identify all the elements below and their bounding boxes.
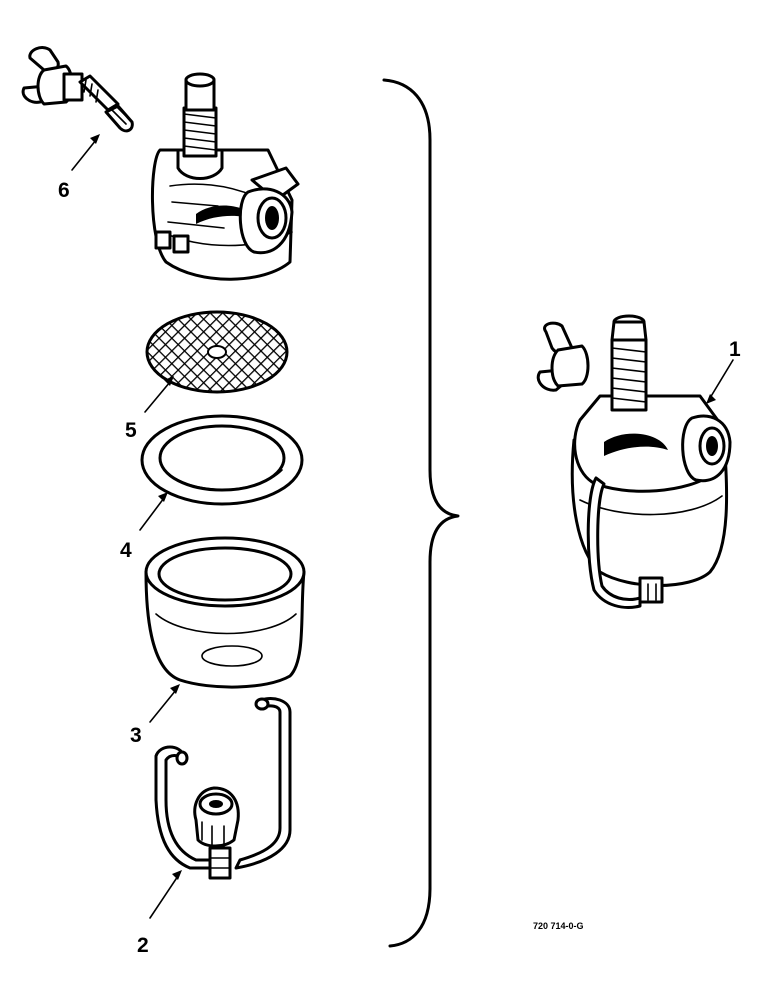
gasket-part [140, 414, 304, 506]
leader-arrows [71, 134, 734, 919]
label-part-6: 6 [58, 179, 70, 202]
leader-arrow-4 [139, 492, 168, 531]
assembled-filter [536, 314, 732, 609]
leader-arrow-5 [144, 376, 174, 413]
leader-arrow-1 [706, 359, 734, 404]
assembly-brace [382, 78, 460, 948]
label-part-3: 3 [130, 724, 142, 747]
label-part-5: 5 [125, 419, 137, 442]
filter-screen-part [145, 310, 289, 394]
drain-valve-part [21, 46, 134, 133]
bail-wire-part [154, 697, 292, 880]
glass-bowl-part [144, 536, 306, 689]
leader-arrow-3 [149, 684, 180, 723]
filter-head [151, 72, 300, 281]
leader-arrow-2 [149, 870, 182, 919]
leader-arrow-6 [71, 134, 100, 171]
figure-number: 720 714-0-G [533, 921, 584, 931]
label-part-2: 2 [137, 934, 149, 957]
label-part-1: 1 [729, 338, 741, 361]
label-part-4: 4 [120, 539, 132, 562]
